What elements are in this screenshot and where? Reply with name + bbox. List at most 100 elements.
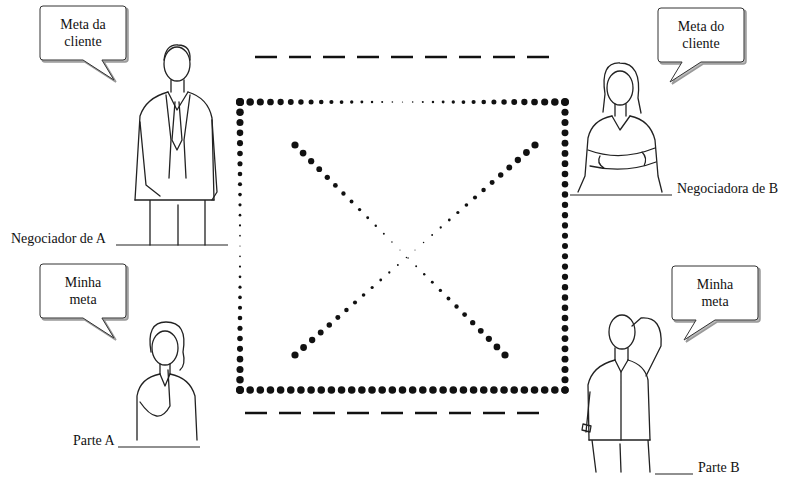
dot xyxy=(236,376,244,384)
dot xyxy=(562,304,569,311)
dot xyxy=(431,281,434,284)
dot xyxy=(561,376,568,383)
dot xyxy=(341,191,345,195)
dot xyxy=(236,98,244,106)
dot xyxy=(531,386,539,394)
dot xyxy=(288,99,294,105)
dot xyxy=(239,245,240,246)
hair xyxy=(164,45,190,60)
arms xyxy=(140,120,217,200)
dot xyxy=(297,386,305,394)
dot xyxy=(237,346,243,352)
bubble-label: Minha meta xyxy=(52,274,114,308)
dot xyxy=(257,98,264,105)
dot xyxy=(439,386,447,394)
dot xyxy=(429,386,437,394)
dot xyxy=(562,243,568,249)
dot xyxy=(478,328,484,334)
dot xyxy=(448,219,451,222)
role-label: Parte B xyxy=(697,460,741,476)
dot xyxy=(541,98,548,105)
arm-with-watch xyxy=(582,392,591,432)
dot xyxy=(562,222,568,228)
dot xyxy=(319,100,324,105)
dot xyxy=(490,386,498,394)
dot xyxy=(402,101,403,102)
dot xyxy=(353,300,357,304)
dot xyxy=(239,214,242,217)
dot xyxy=(335,315,340,320)
dot xyxy=(358,386,366,394)
dot xyxy=(481,100,486,105)
dot xyxy=(494,344,501,351)
dot xyxy=(340,100,344,104)
dashed-lines xyxy=(245,57,555,413)
dot xyxy=(316,166,322,172)
bubble-label: Meta do cliente xyxy=(670,18,732,52)
dot xyxy=(375,225,377,227)
dot xyxy=(562,315,569,322)
people xyxy=(135,45,662,472)
dot xyxy=(561,386,568,393)
dot xyxy=(309,99,314,104)
dot xyxy=(562,284,568,290)
dot xyxy=(328,386,336,394)
bubble-border xyxy=(658,8,744,82)
dot xyxy=(562,181,569,188)
torso xyxy=(578,116,662,192)
dot xyxy=(562,140,569,147)
jacket xyxy=(135,92,214,200)
dot xyxy=(562,325,569,332)
hair xyxy=(603,63,641,113)
dot xyxy=(562,253,568,259)
dot-line xyxy=(236,98,569,106)
dot xyxy=(325,175,330,180)
dot xyxy=(298,99,303,104)
dot xyxy=(371,286,374,289)
dot xyxy=(239,276,242,279)
leader-line xyxy=(570,194,672,195)
role-label: Negociador de A xyxy=(10,231,107,247)
dot xyxy=(358,208,361,211)
dot xyxy=(462,312,467,317)
dot xyxy=(561,386,569,394)
bubble-label: Minha meta xyxy=(684,276,746,310)
speech-bubble: Minha meta xyxy=(672,266,758,320)
dot xyxy=(432,101,434,103)
dot xyxy=(562,345,569,352)
speech-bubble: Meta da cliente xyxy=(40,6,126,60)
dot xyxy=(291,141,298,148)
dot xyxy=(562,191,568,197)
dot xyxy=(500,386,508,394)
dot xyxy=(236,119,243,126)
dot xyxy=(562,263,568,269)
dot xyxy=(300,344,307,351)
dot xyxy=(237,151,243,157)
dot xyxy=(379,279,382,282)
lapels xyxy=(166,95,190,178)
dot xyxy=(238,203,241,206)
dot xyxy=(378,386,386,394)
dot xyxy=(391,241,392,242)
dot xyxy=(383,233,385,235)
dot xyxy=(480,386,488,394)
dot xyxy=(439,289,442,292)
dot xyxy=(371,101,373,103)
bubble-text: Meta da cliente xyxy=(46,12,120,54)
dot xyxy=(561,366,568,373)
dot xyxy=(366,216,369,219)
dot-line xyxy=(291,141,538,358)
dot xyxy=(338,386,346,394)
dot xyxy=(515,157,521,163)
dot xyxy=(423,273,425,275)
dot xyxy=(415,265,417,267)
dot xyxy=(442,101,445,104)
dot xyxy=(562,294,568,300)
dot xyxy=(409,386,417,394)
dot xyxy=(238,172,243,177)
leader-lines xyxy=(116,195,693,474)
dot xyxy=(521,99,527,105)
dot xyxy=(381,101,383,103)
dot xyxy=(236,386,244,394)
